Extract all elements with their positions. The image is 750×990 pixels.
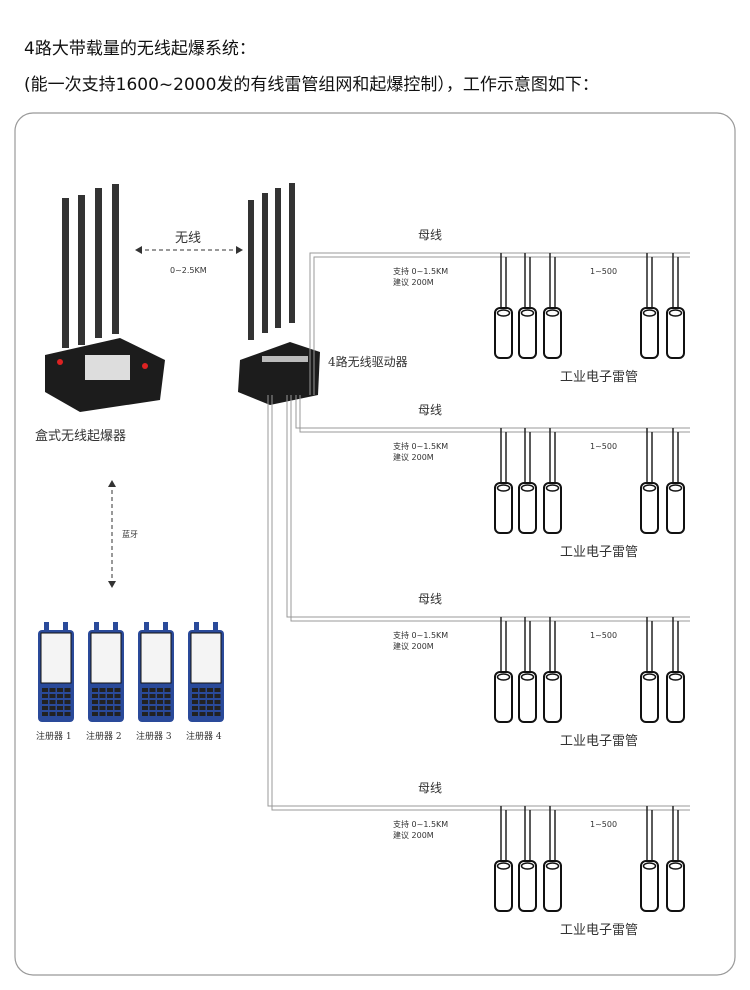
detonator [640,428,659,534]
driver-label: 4路无线驱动器 [328,354,408,369]
detonator [543,253,562,359]
detonator [518,253,537,359]
bus-advice: 建议 200M [393,830,434,840]
detonator [494,806,513,912]
detonator [494,253,513,359]
detonator [494,617,513,723]
register-device-3 [138,622,174,722]
bus-support: 支持 0~1.5KM [393,266,448,276]
bus-name: 母线 [418,228,442,242]
detonator [543,806,562,912]
detonator-count: 1~500 [590,820,617,829]
diagram-frame [14,112,736,976]
register-label: 注册器 3 [136,730,172,742]
bus-name: 母线 [418,403,442,417]
bus-advice: 建议 200M [393,452,434,462]
register-label: 注册器 2 [86,730,122,742]
wireless-label: 无线 [175,231,201,246]
detonator-label: 工业电子雷管 [560,923,638,938]
exploder-label: 盒式无线起爆器 [35,428,126,444]
detonator [640,806,659,912]
detonator [666,617,685,723]
register-label: 注册器 4 [186,730,222,742]
bus-support: 支持 0~1.5KM [393,441,448,451]
detonator-label: 工业电子雷管 [560,734,638,749]
register-label: 注册器 1 [36,730,72,742]
detonator [518,428,537,534]
bus-support: 支持 0~1.5KM [393,630,448,640]
bus-advice: 建议 200M [393,641,434,651]
detonator [543,428,562,534]
bus-advice: 建议 200M [393,277,434,287]
detonator [666,253,685,359]
register-device-4 [188,622,224,722]
detonator [518,617,537,723]
bus-support: 支持 0~1.5KM [393,819,448,829]
detonator [666,428,685,534]
detonator-label: 工业电子雷管 [560,370,638,385]
bus-name: 母线 [418,592,442,606]
wireless-range: 0~2.5KM [170,266,207,275]
detonator [640,253,659,359]
detonator-count: 1~500 [590,442,617,451]
detonator [666,806,685,912]
bluetooth-label: 蓝牙 [122,529,138,539]
register-device-2 [88,622,124,722]
box-exploder-device [45,184,165,412]
detonator-count: 1~500 [590,631,617,640]
detonator [518,806,537,912]
detonator-label: 工业电子雷管 [560,545,638,560]
subheading: (能一次支持1600~2000发的有线雷管组网和起爆控制），工作示意图如下： [24,75,599,95]
detonator [543,617,562,723]
heading: 4路大带载量的无线起爆系统： [24,39,256,59]
bus-name: 母线 [418,781,442,795]
detonator-count: 1~500 [590,267,617,276]
detonator [494,428,513,534]
register-device-1 [38,622,74,722]
wireless-driver-device [238,183,320,405]
detonator [640,617,659,723]
